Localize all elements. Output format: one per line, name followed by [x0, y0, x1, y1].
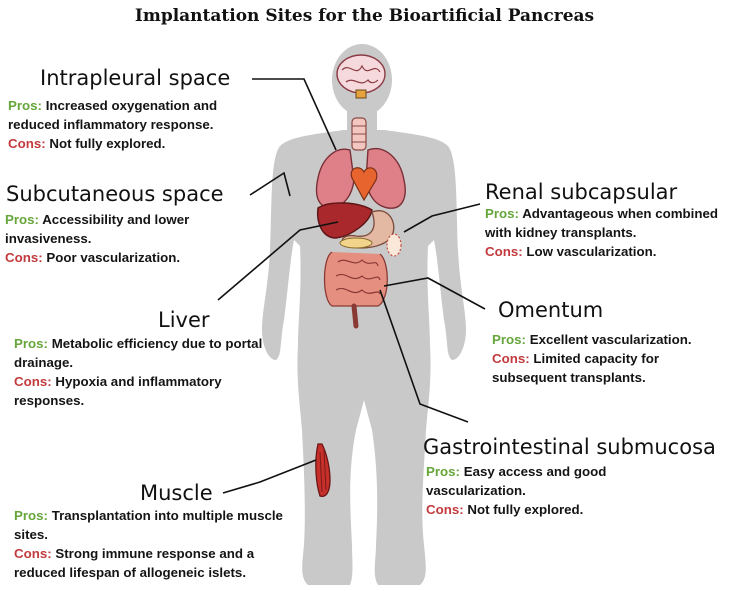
- leader-omentum: [383, 277, 486, 310]
- muscle-pros-line: Pros: Transplantation into multiple musc…: [14, 506, 294, 544]
- cons-label: Cons:: [426, 502, 464, 517]
- leader-lines: [217, 78, 486, 494]
- gastro-pros: Easy access and good vascularization.: [426, 464, 607, 498]
- figure-title: Implantation Sites for the Bioartificial…: [134, 6, 595, 26]
- trachea: [351, 117, 367, 151]
- muscle-pros: Transplantation into multiple muscle sit…: [14, 508, 283, 542]
- omentum-pros: Excellent vascularization.: [529, 332, 692, 347]
- pros-label: Pros:: [426, 464, 460, 479]
- site-renal-name: Renal subcapsular: [485, 180, 678, 204]
- pros-label: Pros:: [8, 98, 42, 113]
- subcutaneous-cons-line: Cons: Poor vascularization.: [5, 248, 235, 267]
- leader-muscle: [222, 459, 317, 494]
- intrapleural-cons-line: Cons: Not fully explored.: [8, 134, 258, 153]
- site-renal-notes: Pros: Advantageous when combined with ki…: [485, 204, 725, 261]
- left-lung: [315, 148, 355, 209]
- renal-pros: Advantageous when combined with kidney t…: [485, 206, 718, 240]
- intrapleural-cons: Not fully explored.: [49, 136, 166, 151]
- kidney: [386, 233, 402, 257]
- intrapleural-pros: Increased oxygenation and reduced inflam…: [8, 98, 218, 132]
- site-omentum-notes: Pros: Excellent vascularization. Cons: L…: [492, 330, 722, 387]
- renal-cons-line: Cons: Low vascularization.: [485, 242, 725, 261]
- site-subcutaneous-notes: Pros: Accessibility and lower invasivene…: [5, 210, 235, 267]
- leader-liver: [217, 221, 339, 301]
- gastro-cons: Not fully explored.: [467, 502, 584, 517]
- gastro-pros-line: Pros: Easy access and good vascularizati…: [426, 462, 656, 500]
- site-subcutaneous-name: Subcutaneous space: [6, 182, 224, 206]
- thigh-muscle: [315, 443, 331, 498]
- pancreas: [339, 237, 373, 249]
- renal-cons: Low vascularization.: [526, 244, 657, 259]
- cons-label: Cons:: [14, 374, 52, 389]
- pros-label: Pros:: [492, 332, 526, 347]
- site-gastro-notes: Pros: Easy access and good vascularizati…: [426, 462, 656, 519]
- right-lung: [365, 147, 406, 209]
- brain: [336, 54, 386, 99]
- pros-label: Pros:: [485, 206, 519, 221]
- subcutaneous-cons: Poor vascularization.: [46, 250, 181, 265]
- cons-label: Cons:: [14, 546, 52, 561]
- muscle-cons-line: Cons: Strong immune response and a reduc…: [14, 544, 294, 582]
- liver-pros: Metabolic efficiency due to portal drain…: [14, 336, 263, 370]
- leader-gastro: [379, 289, 469, 423]
- omentum-pros-line: Pros: Excellent vascularization.: [492, 330, 722, 349]
- omentum-cons-line: Cons: Limited capacity for subsequent tr…: [492, 349, 722, 387]
- site-muscle-name: Muscle: [140, 481, 213, 505]
- omentum-cons: Limited capacity for subsequent transpla…: [492, 351, 659, 385]
- liver-pros-line: Pros: Metabolic efficiency due to portal…: [14, 334, 264, 372]
- gastro-cons-line: Cons: Not fully explored.: [426, 500, 656, 519]
- muscle-cons: Strong immune response and a reduced lif…: [14, 546, 255, 580]
- subcutaneous-pros: Accessibility and lower invasiveness.: [5, 212, 190, 246]
- site-liver-name: Liver: [158, 308, 210, 332]
- pros-label: Pros:: [14, 508, 48, 523]
- cons-label: Cons:: [485, 244, 523, 259]
- liver-organ: [316, 202, 373, 239]
- subcutaneous-pros-line: Pros: Accessibility and lower invasivene…: [5, 210, 235, 248]
- intrapleural-pros-line: Pros: Increased oxygenation and reduced …: [8, 96, 258, 134]
- heart: [350, 167, 378, 202]
- site-liver-notes: Pros: Metabolic efficiency due to portal…: [14, 334, 264, 410]
- site-muscle-notes: Pros: Transplantation into multiple musc…: [14, 506, 294, 582]
- leader-intrapleural: [252, 78, 337, 151]
- site-intrapleural-notes: Pros: Increased oxygenation and reduced …: [8, 96, 258, 153]
- site-omentum-name: Omentum: [498, 298, 604, 322]
- site-intrapleural-name: Intrapleural space: [40, 66, 231, 90]
- cons-label: Cons:: [5, 250, 43, 265]
- leader-renal: [403, 203, 481, 233]
- pros-label: Pros:: [14, 336, 48, 351]
- cons-label: Cons:: [492, 351, 530, 366]
- intestines: [323, 251, 388, 329]
- pros-label: Pros:: [5, 212, 39, 227]
- leader-subcutaneous: [249, 171, 291, 197]
- liver-cons: Hypoxia and inflammatory responses.: [14, 374, 222, 408]
- liver-cons-line: Cons: Hypoxia and inflammatory responses…: [14, 372, 264, 410]
- renal-pros-line: Pros: Advantageous when combined with ki…: [485, 204, 725, 242]
- torso-and-arms: [262, 130, 466, 585]
- cons-label: Cons:: [8, 136, 46, 151]
- site-gastro-name: Gastrointestinal submucosa: [423, 435, 716, 459]
